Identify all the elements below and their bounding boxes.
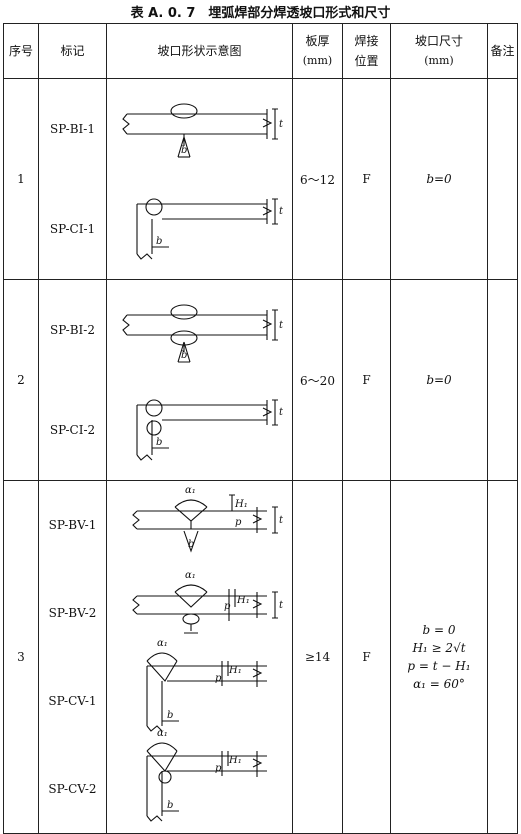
position-cell: F [342,480,391,834]
h1-label: H₁ [234,499,248,510]
t-label: t [279,407,284,418]
alpha-label: α₁ [157,638,168,649]
mark-label: SP-CV-1 [48,694,97,708]
note-cell [487,78,518,280]
row-marks: SP-BI-1 SP-CI-1 [38,78,107,280]
dim-line: H₁ ≥ 2√t [412,641,466,655]
t-label: t [279,119,284,130]
header-dims: 坡口尺寸 (mm) [390,23,488,79]
header-row: 序号 标记 坡口形状示意图 板厚 (mm) 焊接 位置 坡口尺寸 (mm) 备注 [3,23,518,79]
dim-line: b=0 [426,172,452,186]
row-seq: 2 [3,279,39,481]
b-label: b [167,800,173,811]
groove-figure: b t b t [122,304,284,461]
t-label: t [279,320,284,331]
dim-line: p = t − H₁ [407,659,471,673]
header-position: 焊接 位置 [342,23,391,79]
figure-cell: b t b t [106,78,293,280]
header-figure: 坡口形状示意图 [106,23,293,79]
mark-label: SP-CI-1 [49,222,96,236]
p-label: p [215,673,222,684]
p-label: p [224,601,231,612]
alpha-label: α₁ [185,485,196,496]
b-label: b [188,539,194,550]
t-label: t [279,515,284,526]
h1-label: H₁ [236,595,250,606]
p-label: p [235,517,242,528]
thickness-cell: 6～20 [292,279,343,481]
table-title: 表 A. 0. 7 埋弧焊部分焊透坡口形式和尺寸 [130,6,391,21]
dim-line: b=0 [426,373,452,387]
mark-label: SP-BV-2 [48,606,97,620]
header-mark: 标记 [38,23,107,79]
figure-cell: α₁ H₁ p t b α₁ p H₁ t α₁ p H₁ b α₁ p H₁ [106,480,293,834]
row-seq: 3 [3,480,39,834]
p-label: p [215,763,222,774]
table-row: 1 SP-BI-1 SP-CI-1 [3,78,518,280]
alpha-label: α₁ [157,728,168,739]
row-marks: SP-BV-1 SP-BV-2 SP-CV-1 SP-CV-2 [38,480,107,834]
mark-label: SP-CV-2 [48,782,97,796]
thickness-cell: 6～12 [292,78,343,280]
dims-cell: b=0 [390,279,488,481]
header-seq: 序号 [3,23,39,79]
groove-table: 序号 标记 坡口形状示意图 板厚 (mm) 焊接 位置 坡口尺寸 (mm) 备注… [3,23,518,834]
mark-label: SP-BI-1 [50,122,95,136]
position-cell: F [342,78,391,280]
note-cell [487,480,518,834]
dim-line: α₁ = 60° [413,677,465,691]
dims-cell: b = 0 H₁ ≥ 2√t p = t − H₁ α₁ = 60° [390,480,488,834]
row-seq: 1 [3,78,39,280]
b-label: b [181,145,187,156]
h1-label: H₁ [228,755,242,766]
groove-figure: α₁ H₁ p t b α₁ p H₁ t α₁ p H₁ b α₁ p H₁ [132,485,284,822]
mark-label: SP-BI-2 [50,323,95,337]
mark-label: SP-CI-2 [49,423,96,437]
t-label: t [279,600,284,611]
groove-figure: b t b t [122,103,284,260]
mark-label: SP-BV-1 [48,518,97,532]
dim-line: b = 0 [422,623,456,637]
header-thickness: 板厚 (mm) [292,23,343,79]
position-cell: F [342,279,391,481]
header-note: 备注 [487,23,518,79]
b-label: b [156,437,162,448]
alpha-label: α₁ [185,570,196,581]
table-row: 2 SP-BI-2 SP-CI-2 [3,279,518,481]
h1-label: H₁ [228,665,242,676]
dims-cell: b=0 [390,78,488,280]
row-marks: SP-BI-2 SP-CI-2 [38,279,107,481]
figure-cell: b t b t [106,279,293,481]
table-row: 3 SP-BV-1 SP-BV-2 SP-CV-1 SP-CV-2 [3,480,518,834]
b-label: b [156,236,162,247]
b-label: b [181,350,187,361]
t-label: t [279,206,284,217]
note-cell [487,279,518,481]
thickness-cell: ≥14 [292,480,343,834]
b-label: b [167,710,173,721]
